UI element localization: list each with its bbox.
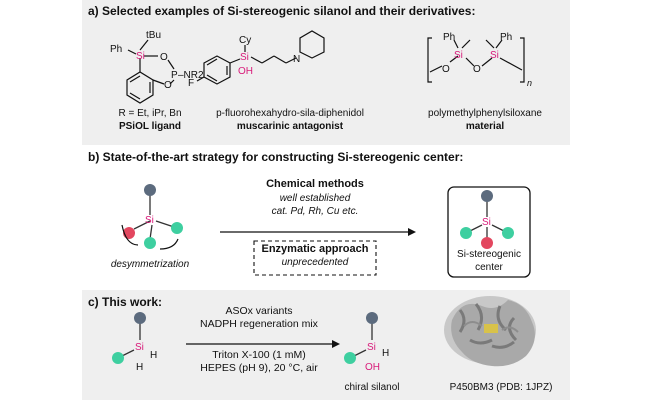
left-ball-bottom [144,237,156,249]
left-ball-right [171,222,183,234]
psiol-si: Si [136,51,145,62]
chiral-silanol-caption: chiral silanol [344,382,400,393]
right-ball-top [481,190,493,202]
enzyme-caption: P450BM3 (PDB: 1JPZ) [449,382,553,393]
left-si-label: Si [145,215,154,226]
psiol-p: P [171,70,178,81]
product-si: Si [367,342,376,353]
desym-arrow [121,224,139,246]
substrate-si: Si [135,342,144,353]
left-ball-top [144,184,156,196]
enzymatic-sub: unprecedented [281,257,349,268]
polymer-ph2: Ph [500,32,512,43]
stereo-center-box [447,186,531,278]
substrate-model [112,312,146,364]
panel-b [82,145,570,280]
polymer-si2: Si [490,50,499,61]
psiol-r-line: R = Et, iPr, Bn [118,108,182,119]
condition-1: ASOx variants [225,305,293,317]
antagonist-name: p-fluorohexahydro-sila-diphenidol [216,108,364,119]
left-si-model [121,184,183,250]
stereo-center-caption-1: Si-stereogenic [457,249,521,260]
polymer-structure [427,37,525,83]
condition-2: NADPH regeneration mix [200,318,318,330]
psiol-tbu: tBu [146,30,161,41]
chem-methods-sub1: well established [279,193,351,204]
antagonist-oh: OH [238,66,253,77]
heme-icon [484,324,498,333]
panel-a-heading: a) Selected examples of Si-stereogenic s… [88,4,476,18]
antagonist-si: Si [240,52,249,63]
psiol-o1: O [160,52,168,63]
enzymatic-box [253,240,377,276]
polymer-name: polymethylphenylsiloxane [428,108,542,119]
stereo-center-caption-2: center [475,262,503,273]
product-h: H [382,348,389,359]
product-oh: OH [365,362,380,373]
antagonist-structure [196,30,325,85]
antagonist-category: muscarinic antagonist [236,121,344,132]
panel-b-graphics: Si Si [121,184,531,278]
right-ball-left [460,227,472,239]
panel-b-heading: b) State-of-the-art strategy for constru… [88,150,464,164]
psiol-ph: Ph [110,44,122,55]
chem-methods-sub2: cat. Pd, Rh, Cu etc. [271,206,359,217]
panel-c-graphics: Si H H Si H OH [112,296,536,373]
right-si-label: Si [482,217,491,228]
chem-methods-title: Chemical methods [266,178,364,190]
polymer-ph1: Ph [443,32,455,43]
desym-caption: desymmetrization [110,259,190,270]
panel-a-structures: Ph tBu Si O O P –NR2 Cy Si OH F N Ph Ph [110,30,532,104]
polymer-o2: O [473,64,481,75]
substrate-h1: H [150,350,157,361]
antagonist-n: N [293,54,300,65]
psiol-nr2: –NR2 [178,70,204,81]
condition-4: HEPES (pH 9), 20 °C, air [200,362,318,374]
polymer-si1: Si [454,50,463,61]
product-model [344,312,378,364]
polymer-category: material [465,121,505,132]
product-ball-top [366,312,378,324]
psiol-structure [126,39,175,104]
substrate-h2: H [136,362,143,373]
antagonist-cy: Cy [239,35,251,46]
right-si-model [460,190,514,249]
right-ball-right [502,227,514,239]
p450-protein-image [444,296,536,367]
product-ball-left [344,352,356,364]
psiol-name: PSiOL ligand [118,121,182,132]
antagonist-f: F [188,78,194,89]
substrate-ball-left [112,352,124,364]
right-ball-bottom [481,237,493,249]
polymer-n: n [527,78,532,88]
psiol-o2: O [164,80,172,91]
condition-3: Triton X-100 (1 mM) [212,349,306,361]
panel-a [82,0,570,145]
polymer-o1: O [442,64,450,75]
substrate-ball-top [134,312,146,324]
panel-c-heading: c) This work: [88,295,163,309]
enzymatic-title: Enzymatic approach [261,243,369,255]
